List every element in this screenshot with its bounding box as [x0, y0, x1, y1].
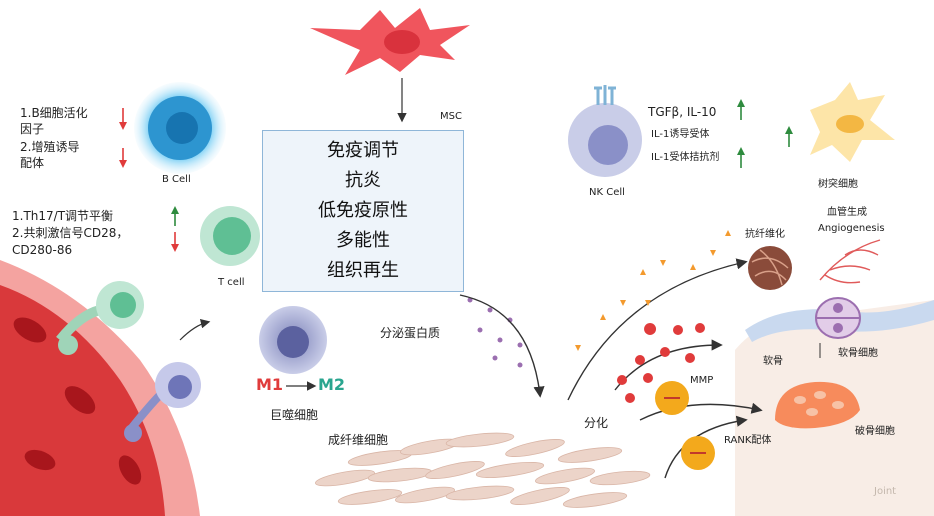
- rank-ligand-molecule: [681, 436, 715, 470]
- msc-label: MSC: [440, 111, 462, 122]
- mmp-factors: [617, 323, 705, 403]
- blood-vessel: [0, 260, 200, 516]
- property-low-immunogenicity: 低免疫原性: [318, 200, 408, 221]
- osteoclast: [775, 381, 860, 429]
- msc-properties-box: 免疫调节 抗炎 低免疫原性 多能性 组织再生: [262, 130, 464, 292]
- nk-effect-2: IL-1诱导受体: [651, 129, 710, 140]
- b-cell-down-arrow-2: [119, 148, 127, 168]
- secreted-protein-dots: [467, 297, 523, 368]
- antifibrotic-cluster: [748, 246, 792, 290]
- mmp-label: MMP: [690, 375, 714, 386]
- t-cell: [200, 206, 260, 266]
- angiogenesis-en-label: Angiogenesis: [818, 223, 885, 234]
- macrophage-m1: M1: [256, 375, 284, 394]
- t-cell-label: T cell: [218, 277, 245, 288]
- migrating-immune-cell: [124, 362, 201, 442]
- secreted-protein-label: 分泌蛋白质: [380, 326, 441, 340]
- fibroblast-label: 成纤维细胞: [328, 433, 389, 447]
- msc-cell: [310, 8, 470, 75]
- macrophage-label: 巨噬细胞: [270, 408, 319, 422]
- nk-cell-label: NK Cell: [589, 187, 625, 198]
- b-cell-down-arrow-1: [119, 108, 127, 130]
- dendritic-up-arrow: [785, 126, 793, 147]
- property-tissue-regeneration: 组织再生: [327, 260, 399, 281]
- angiogenesis-cn-label: 血管生成: [827, 207, 867, 218]
- nk-cell: [568, 85, 642, 177]
- property-immunomodulation: 免疫调节: [327, 140, 399, 161]
- t-cell-effect-1: 1.Th17/T调节平衡: [12, 209, 114, 223]
- antifibrotic-factors: [575, 230, 731, 351]
- macrophage: [259, 306, 327, 374]
- cartilage-label: 软骨: [763, 356, 783, 367]
- b-cell-effect-2b: 配体: [20, 156, 45, 170]
- t-cell-effect-3: CD280-86: [12, 243, 73, 257]
- fibroblast-layer: [315, 432, 651, 508]
- diff-arrow-antifibrotic: [567, 258, 748, 401]
- chondrocyte: [815, 297, 861, 339]
- secretion-arrow: [459, 294, 545, 398]
- differentiation-label: 分化: [584, 416, 609, 430]
- t-cell-down-arrow: [171, 232, 179, 252]
- diff-arrow-osteoclast: [639, 402, 763, 421]
- b-cell: [134, 82, 226, 174]
- mmp-molecule: [655, 381, 689, 415]
- nk-up-arrow-2: [737, 147, 745, 168]
- rank-ligand-label: RANK配体: [724, 435, 772, 446]
- dendritic-cell: [810, 82, 895, 162]
- vessel-arrow: [179, 318, 211, 341]
- nk-effect-1: TGFβ, IL-10: [648, 105, 717, 119]
- property-anti-inflammatory: 抗炎: [345, 170, 381, 191]
- nk-up-arrow-1: [737, 99, 745, 120]
- b-cell-effect-1: 1.B细胞活化: [20, 106, 88, 120]
- joint-label: Joint: [874, 486, 897, 497]
- t-cell-effect-2: 2.共刺激信号CD28，: [12, 226, 129, 240]
- osteoclast-label: 破骨细胞: [855, 426, 895, 437]
- nk-effect-3: IL-1受体拮抗剂: [651, 152, 720, 163]
- b-cell-effect-1b: 因子: [20, 122, 45, 136]
- b-cell-label: B Cell: [162, 174, 191, 185]
- t-cell-up-arrow: [171, 206, 179, 226]
- angiogenesis-vessels: [819, 239, 881, 284]
- regulation-arrows: [119, 99, 793, 252]
- migrating-t-cell: [56, 281, 144, 355]
- chondrocyte-label: 软骨细胞: [838, 348, 878, 359]
- antifibrotic-label: 抗纤维化: [745, 229, 785, 240]
- b-cell-effect-2: 2.增殖诱导: [20, 140, 80, 154]
- property-pluripotency: 多能性: [336, 230, 390, 251]
- macrophage-m2: M2: [318, 375, 346, 394]
- dendritic-label: 树突细胞: [818, 179, 858, 190]
